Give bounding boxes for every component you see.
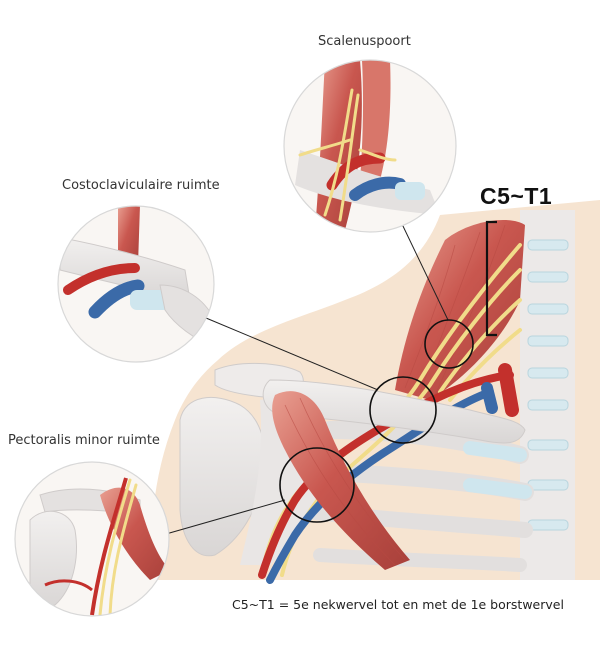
label-scalenuspoort: Scalenuspoort: [318, 34, 411, 49]
label-pectoralis-minor-ruimte: Pectoralis minor ruimte: [8, 433, 160, 448]
subclavian-vein-trunk: [481, 382, 498, 414]
subclavian-artery: [258, 371, 514, 579]
subclavian-artery-trunk: [498, 363, 519, 417]
inset-scalenus: [283, 59, 457, 233]
inset-costoclavicular: [57, 205, 215, 363]
vertebra-bracket: [485, 220, 497, 337]
label-vertebra-range: C5~T1: [480, 183, 553, 209]
focus-circles: [279, 319, 474, 523]
spine: [520, 210, 575, 580]
pointer-lines: [165, 223, 449, 535]
inset-pectoralis: [14, 461, 170, 617]
caption: C5~T1 = 5e nekwervel tot en met de 1e bo…: [232, 597, 564, 612]
label-costoclaviculaire-ruimte: Costoclaviculaire ruimte: [62, 178, 220, 193]
